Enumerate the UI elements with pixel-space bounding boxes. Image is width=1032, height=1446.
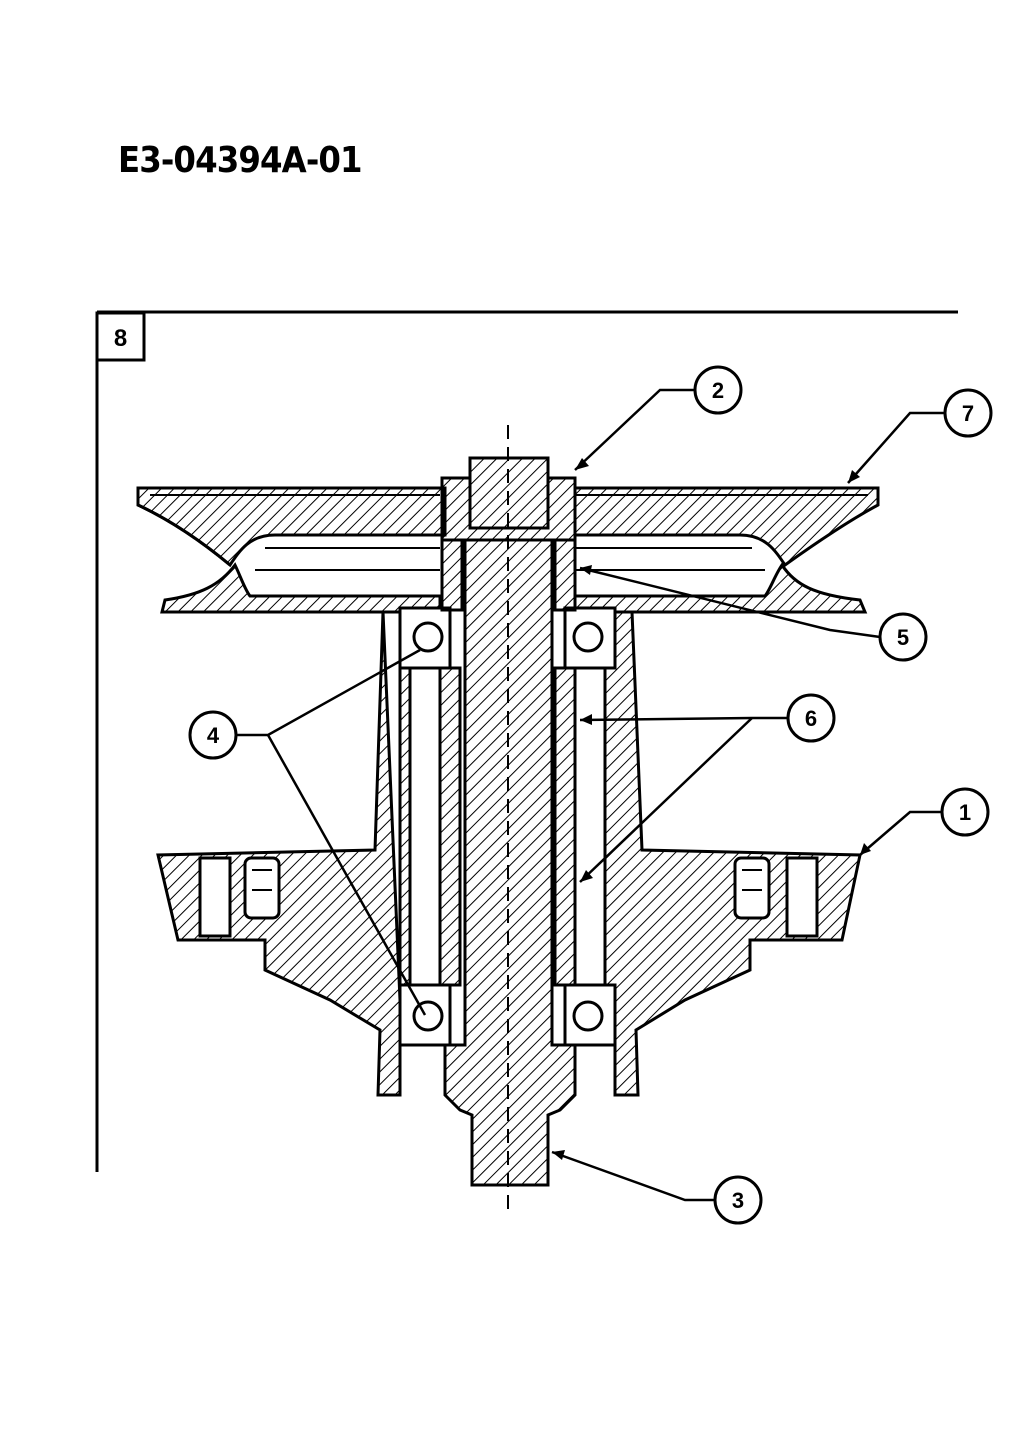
callout-5: 5	[878, 612, 928, 662]
callout-label: 2	[712, 378, 724, 403]
callout-2: 2	[693, 365, 743, 415]
callout-1: 1	[940, 787, 990, 837]
leader-lines	[237, 388, 945, 1202]
spindle-shaft	[443, 538, 577, 1187]
washer	[440, 538, 577, 612]
figure-number: 8	[114, 325, 127, 352]
callout-label: 3	[732, 1188, 744, 1213]
callout-label: 5	[897, 625, 909, 650]
spindle-housing	[156, 610, 862, 1097]
leader-arrowheads	[552, 458, 871, 1160]
callout-7: 7	[943, 388, 993, 438]
document-code: E3-04394A-01	[118, 140, 363, 181]
callout-label: 6	[805, 706, 817, 731]
callout-label: 4	[207, 723, 220, 748]
callout-label: 7	[962, 401, 974, 426]
callout-3: 3	[713, 1175, 763, 1225]
figure-number-box: 8	[95, 311, 146, 362]
figure-frame	[95, 310, 958, 1172]
bearings	[398, 606, 617, 1047]
pulley	[136, 486, 880, 614]
spacers	[408, 666, 607, 987]
callout-6: 6	[786, 693, 836, 743]
callout-4: 4	[188, 710, 238, 760]
callout-label: 1	[959, 800, 971, 825]
